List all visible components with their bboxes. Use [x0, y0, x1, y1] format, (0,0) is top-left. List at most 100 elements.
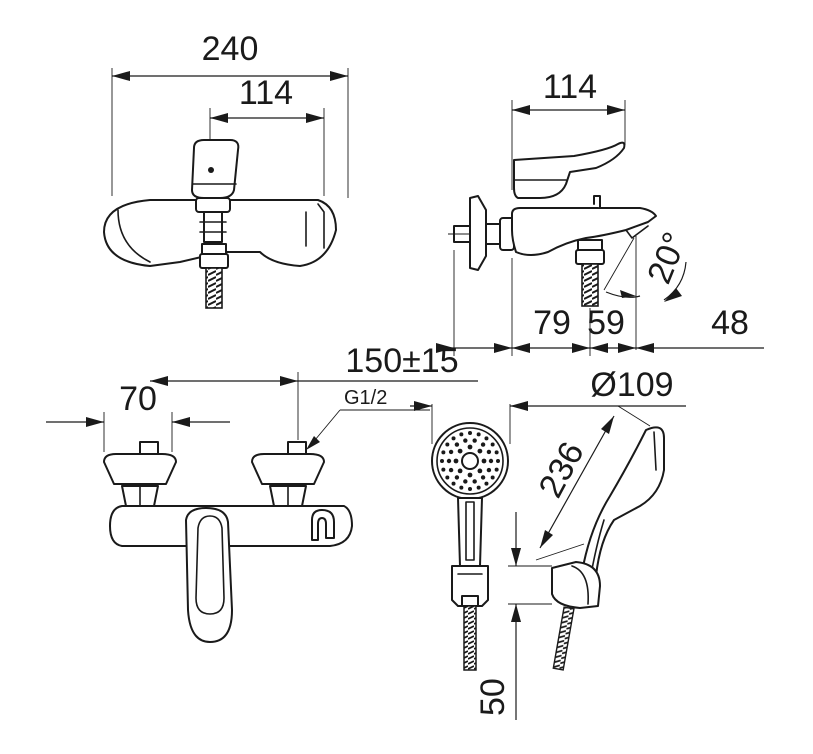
lever-handle	[191, 139, 240, 199]
nozzle-dot	[480, 442, 486, 447]
ext-line-236-top	[617, 405, 651, 427]
nozzle-dot	[477, 448, 483, 454]
front-lever	[185, 507, 233, 643]
label-79: 79	[533, 304, 571, 342]
shower-handle-inner	[465, 501, 475, 561]
arrow-109-right	[510, 401, 528, 411]
nozzle-dot	[490, 475, 495, 480]
nozzle-dot	[490, 442, 495, 447]
arrow-114-left	[210, 113, 228, 123]
front-body	[109, 505, 353, 547]
nozzle-dot	[459, 432, 464, 437]
diverter-knob	[593, 195, 601, 209]
spray-face	[653, 431, 657, 471]
nozzle-dot	[467, 472, 473, 478]
nozzle-dot	[441, 450, 446, 455]
nozzle-dot	[496, 459, 500, 463]
angle-arrow-left	[620, 290, 636, 298]
arrow-236-top	[601, 416, 614, 434]
nozzle-dot	[463, 438, 468, 443]
label-240: 240	[202, 30, 259, 68]
arrow-50-bottom	[511, 604, 521, 622]
label-150: 150±15	[345, 342, 458, 380]
hose-nut	[461, 595, 479, 607]
arrow-240-right	[330, 71, 348, 81]
arrow-240-left	[112, 71, 130, 81]
arrow-236-bottom	[540, 530, 553, 548]
wall-flange	[469, 195, 487, 271]
label-114-top: 114	[239, 74, 293, 112]
diverter-stem	[203, 211, 223, 243]
shower-handle	[457, 497, 483, 567]
arrow-114-right	[306, 113, 324, 123]
nozzle-dot	[454, 442, 460, 447]
nozzle-dot	[445, 442, 450, 447]
arrow-48-start	[636, 343, 654, 353]
side-hose	[552, 606, 575, 671]
shower-nozzles	[440, 431, 500, 491]
side-outlet-nut-2	[575, 249, 605, 265]
angle-slanted-line	[603, 237, 635, 291]
nozzle-dot	[468, 487, 472, 491]
arrow-side-114-right	[607, 105, 625, 115]
nozzle-dot	[454, 475, 460, 480]
dim-line-236	[539, 415, 615, 549]
side-lever-handle	[513, 141, 626, 199]
nozzle-dot	[457, 448, 463, 454]
spout-end	[317, 203, 325, 249]
nozzle-dot	[448, 449, 454, 455]
nozzle-dot	[494, 450, 499, 455]
nozzle-dot	[441, 467, 446, 472]
arrow-150-end	[494, 343, 512, 353]
side-outlet-nut-1	[577, 239, 603, 251]
label-236: 236	[532, 436, 592, 504]
outlet-thread	[205, 267, 223, 309]
cartridge-cap	[195, 197, 231, 213]
nozzle-dot	[494, 467, 499, 472]
arrow-79-end	[572, 343, 590, 353]
nozzle-dot	[476, 485, 481, 490]
nozzle-dot	[486, 449, 492, 455]
nozzle-dot	[486, 467, 492, 473]
label-48: 48	[711, 304, 749, 342]
nozzle-dot	[451, 436, 456, 441]
nozzle-dot	[484, 481, 489, 486]
label-109: Ø109	[590, 366, 673, 404]
nozzle-dot	[476, 432, 481, 437]
nozzle-dot	[480, 475, 486, 480]
hand-shower-views: Ø109 50 236	[410, 366, 686, 720]
nozzle-dot	[488, 458, 494, 464]
nozzle-dot	[453, 458, 459, 464]
ext-line-236-bottom	[535, 543, 585, 561]
side-holder-inner	[571, 565, 589, 605]
handle-dot	[208, 167, 214, 173]
label-114-side: 114	[543, 68, 597, 106]
label-thread: G1/2	[344, 387, 387, 409]
label-59: 59	[587, 304, 625, 342]
aerator	[625, 225, 649, 239]
label-50: 50	[474, 678, 512, 716]
shower-head-center	[461, 452, 479, 470]
arrow-59-start	[590, 343, 608, 353]
nozzle-dot	[481, 458, 487, 464]
nozzle-dot	[446, 458, 452, 464]
front-lever-inner	[195, 515, 225, 615]
nozzle-dot	[477, 468, 483, 474]
shower-head-ring	[436, 427, 504, 495]
arrow-150-right-end	[436, 343, 454, 353]
body-curve-left	[117, 209, 151, 263]
left-inlet-flange	[103, 453, 177, 485]
nozzle-dot	[451, 481, 456, 486]
bottom-front-view: 70 G1/2	[46, 372, 478, 643]
angle-arc-outer	[663, 261, 687, 301]
nozzle-dot	[467, 444, 473, 450]
arrow-side-114-left	[512, 105, 530, 115]
arrow-79-start	[512, 343, 530, 353]
nozzle-dot	[484, 436, 489, 441]
shower-hose	[463, 605, 477, 671]
right-inlet-flange	[251, 453, 325, 485]
arrow-70-left	[86, 417, 104, 427]
nozzle-dot	[468, 431, 472, 435]
